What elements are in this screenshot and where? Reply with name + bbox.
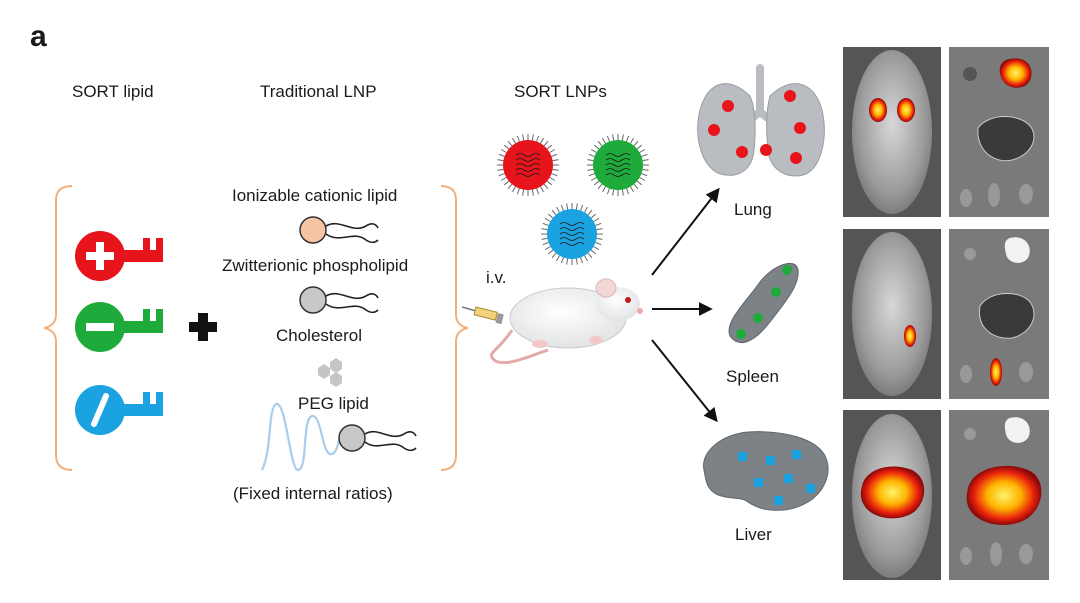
label-fixed-ratios: (Fixed internal ratios) — [233, 484, 393, 503]
imaging-organs-lung — [949, 47, 1049, 217]
cholesterol-icon — [318, 358, 342, 387]
lung-icon — [697, 64, 825, 177]
label-cholesterol: Cholesterol — [276, 326, 362, 345]
key-neutral-icon — [75, 385, 163, 435]
imaging-mouse-spleen — [843, 229, 941, 399]
lnp-red-icon — [497, 134, 559, 196]
key-negative-icon — [75, 302, 163, 352]
label-liver: Liver — [735, 525, 772, 544]
sort-lipid-bracket — [43, 185, 73, 471]
arrow-to-lung — [651, 187, 720, 276]
peg-lipid-icon — [261, 402, 417, 472]
liver-icon — [703, 431, 829, 511]
imaging-organs-spleen — [949, 229, 1049, 399]
header-traditional-lnp: Traditional LNP — [260, 82, 377, 101]
phospholipid-icon — [299, 286, 379, 314]
spleen-icon — [728, 262, 799, 343]
imaging-mouse-lung — [843, 47, 941, 217]
imaging-organs-liver — [949, 410, 1049, 580]
plus-icon — [189, 313, 217, 341]
mouse-icon — [489, 278, 643, 365]
header-sort-lnps: SORT LNPs — [514, 82, 607, 101]
label-peg-lipid: PEG lipid — [298, 394, 369, 413]
ionizable-lipid-icon — [299, 216, 379, 244]
key-positive-icon — [75, 231, 163, 281]
imaging-mouse-liver — [843, 410, 941, 580]
header-sort-lipid: SORT lipid — [72, 82, 154, 101]
panel-label: a — [30, 20, 47, 53]
label-iv: i.v. — [486, 268, 507, 287]
label-ionizable-lipid: Ionizable cationic lipid — [232, 186, 398, 205]
lnp-green-icon — [587, 134, 649, 196]
traditional-lnp-bracket — [440, 185, 469, 471]
syringe-icon — [461, 306, 504, 325]
label-spleen: Spleen — [726, 367, 779, 386]
label-lung: Lung — [734, 200, 772, 219]
lnp-blue-icon — [541, 203, 603, 265]
arrow-to-liver — [651, 339, 718, 423]
label-zwitterionic-phospholipid: Zwitterionic phospholipid — [222, 256, 409, 275]
